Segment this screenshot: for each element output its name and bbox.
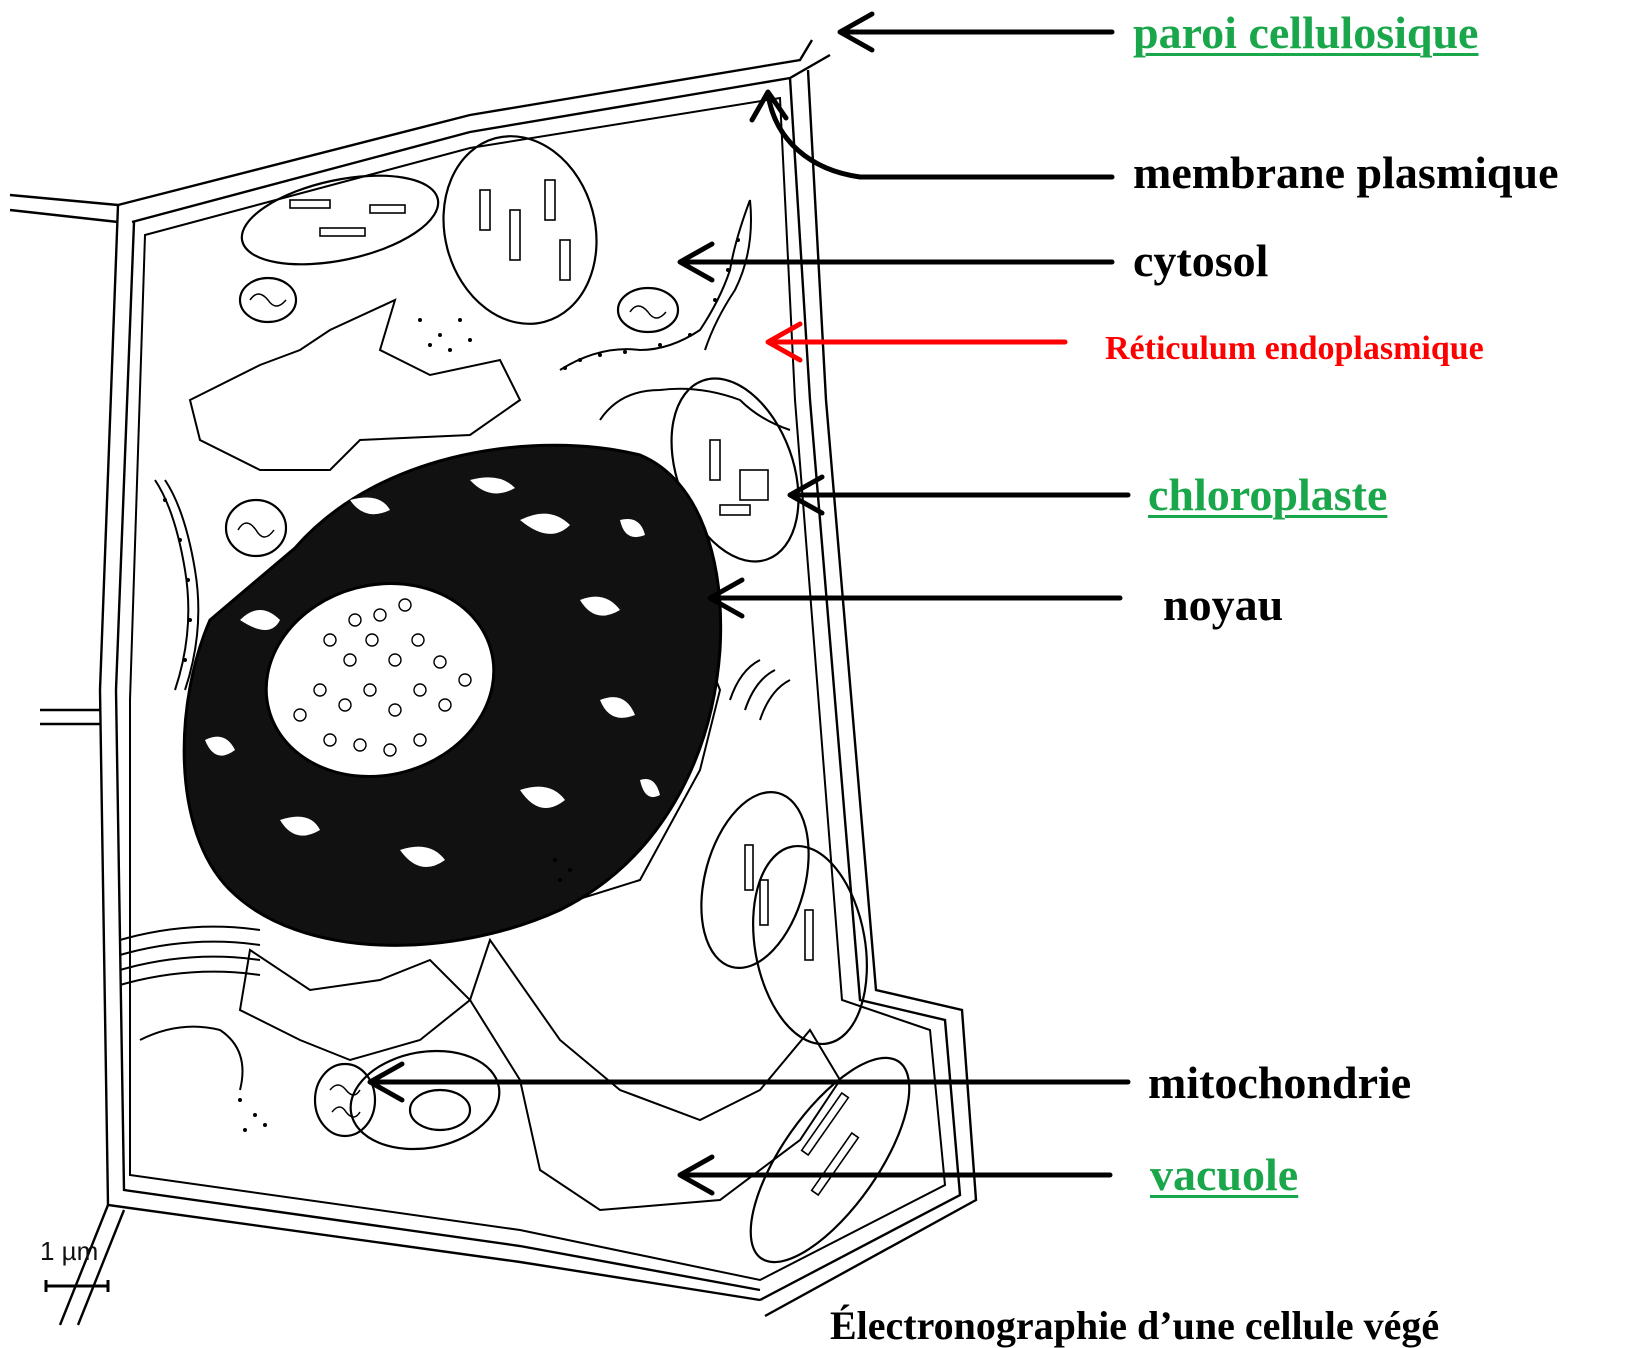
label-paroi-cellulosique: paroi cellulosique (1133, 10, 1478, 56)
label-reticulum-endoplasmique: Réticulum endoplasmique (1105, 332, 1484, 366)
arrow-membrane (752, 92, 1112, 177)
arrow-reticulum (768, 324, 1065, 360)
arrow-cytosol (680, 244, 1112, 280)
scale-bar-label: 1 µm (40, 1236, 98, 1267)
label-cytosol: cytosol (1133, 238, 1268, 284)
figure-caption: Électronographie d’une cellule végé (830, 1306, 1439, 1346)
label-vacuole: vacuole (1150, 1152, 1298, 1198)
arrow-vacuole (680, 1157, 1110, 1193)
arrow-noyau (710, 580, 1120, 616)
label-chloroplaste: chloroplaste (1148, 472, 1387, 518)
label-membrane-plasmique: membrane plasmique (1133, 150, 1559, 196)
label-mitochondrie: mitochondrie (1148, 1060, 1411, 1106)
nucleus (184, 445, 720, 945)
arrow-paroi (840, 14, 1112, 50)
label-noyau: noyau (1163, 582, 1283, 628)
arrow-chloroplaste (790, 477, 1128, 513)
